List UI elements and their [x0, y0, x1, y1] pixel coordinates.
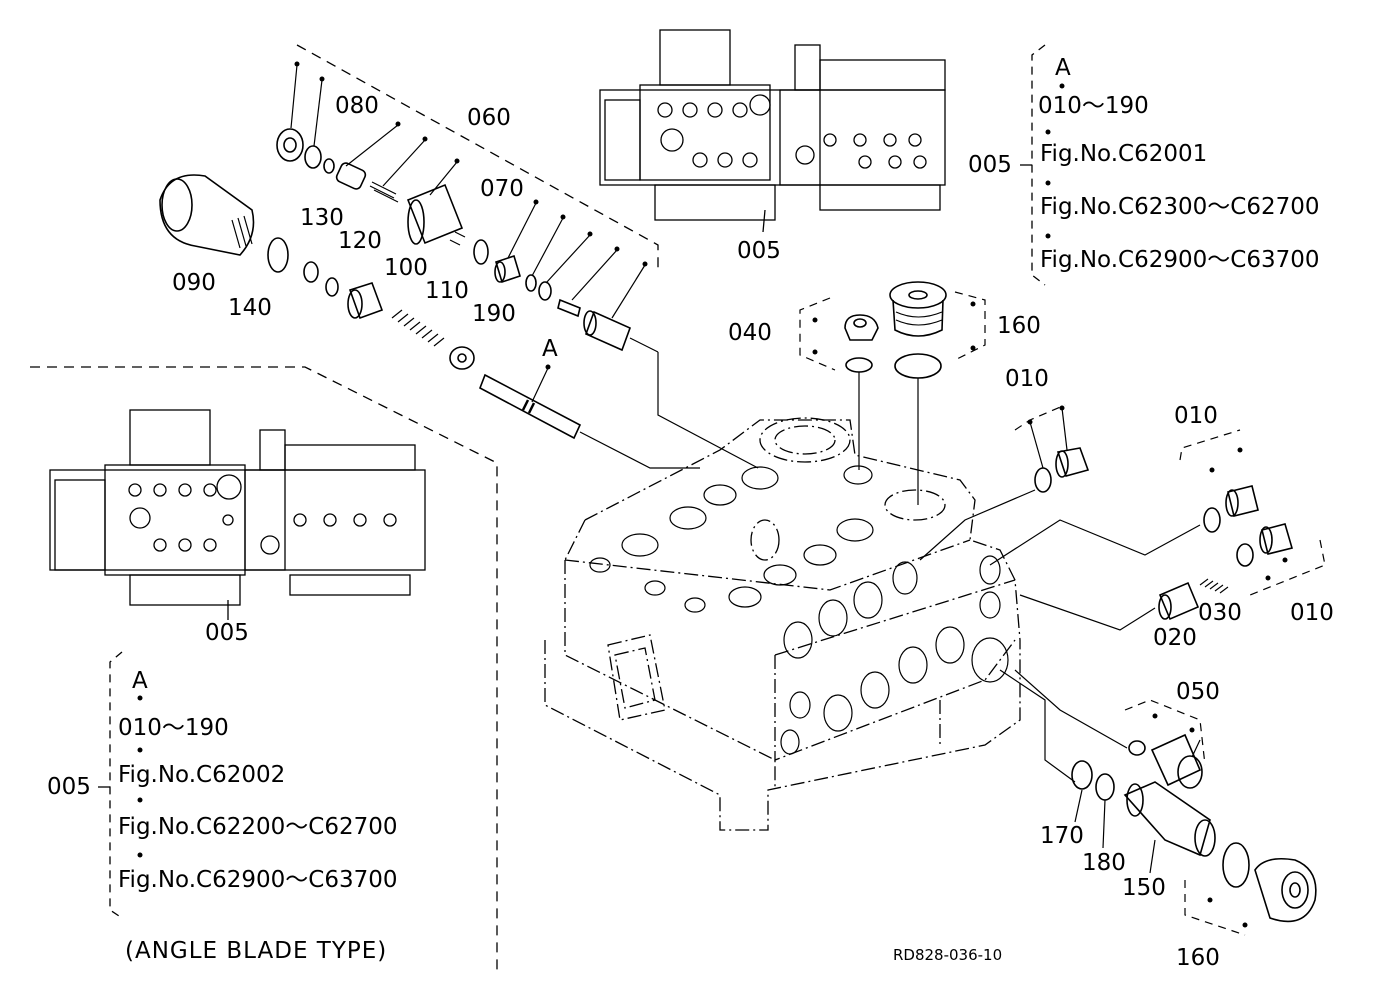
leaders-top-left	[290, 64, 759, 469]
o-ring-170	[1071, 760, 1093, 790]
legend-right-line1: Fig.No.C62001	[1040, 141, 1208, 167]
legend-left-line2: Fig.No.C62200～C62700	[118, 814, 398, 840]
plug-040	[844, 314, 879, 373]
legend-right-ref: 005	[968, 152, 1012, 178]
o-ring-small-b	[538, 281, 552, 301]
leader-050	[1014, 669, 1128, 749]
legend-right-key: A	[1055, 55, 1071, 81]
dots-bottom	[1152, 713, 1248, 928]
spring-110	[391, 309, 445, 347]
part-010-b	[1203, 485, 1294, 567]
part-010-a	[1034, 447, 1090, 493]
dots-040-160	[812, 301, 976, 355]
o-ring-070	[473, 239, 489, 265]
part-150	[1123, 781, 1216, 857]
callout-190: 190	[472, 301, 516, 327]
callout-120: 120	[338, 228, 382, 254]
angle-blade-type-label: (ANGLE BLADE TYPE)	[125, 938, 388, 964]
bracket-160-top	[954, 291, 986, 361]
leader-010-b	[989, 519, 1201, 566]
legend-left-bracket	[109, 651, 123, 919]
legend-left-range: 010～190	[118, 715, 229, 741]
drawing-number: RD828-036-10	[893, 946, 1003, 964]
legend-right-line3: Fig.No.C62900～C63700	[1040, 247, 1320, 273]
o-ring-180	[1095, 773, 1115, 801]
callout-050: 050	[1176, 679, 1220, 705]
valve-assembly-left	[49, 409, 426, 620]
sleeve	[583, 310, 632, 352]
legend-left-ref: 005	[47, 774, 91, 800]
o-ring-120	[325, 277, 339, 297]
parts-group-bracket	[296, 44, 659, 272]
bracket-040	[799, 297, 836, 371]
part-090	[159, 174, 255, 256]
callout-160-bottom: 160	[1176, 945, 1220, 971]
callout-005-top: 005	[737, 238, 781, 264]
callout-040: 040	[728, 320, 772, 346]
housing-ports	[589, 465, 1009, 755]
leader-170	[999, 669, 1076, 783]
callout-100: 100	[384, 255, 428, 281]
callout-080: 080	[335, 93, 379, 119]
legend-left-line1: Fig.No.C62002	[118, 762, 286, 788]
callout-170: 170	[1040, 823, 1084, 849]
poppet	[557, 298, 581, 318]
callout-060: 060	[467, 105, 511, 131]
bracket-010-a	[1014, 404, 1066, 431]
leader-dots-top-left	[294, 61, 648, 370]
part-060	[406, 183, 466, 246]
callout-010-b: 010	[1174, 403, 1218, 429]
legend-left-line3: Fig.No.C62900～C63700	[118, 867, 398, 893]
main-housing	[544, 417, 1021, 831]
bracket-010-b	[1179, 429, 1241, 461]
spool-A	[478, 373, 582, 440]
valve-assembly-top	[599, 29, 946, 233]
callout-090: 090	[172, 270, 216, 296]
legend-right-line2: Fig.No.C62300～C62700	[1040, 194, 1320, 220]
callout-070: 070	[480, 176, 524, 202]
callout-150: 150	[1122, 875, 1166, 901]
legend-left-key: A	[132, 668, 148, 694]
callout-010-a: 010	[1005, 366, 1049, 392]
angle-blade-region-border	[30, 366, 498, 975]
bracket-050	[1124, 699, 1206, 766]
plug-160-bottom	[1254, 857, 1317, 923]
part-020-030	[1158, 578, 1229, 621]
leader-020	[1019, 594, 1156, 631]
callout-010-c: 010	[1290, 600, 1334, 626]
part-100	[347, 282, 384, 320]
callout-A: A	[542, 336, 558, 362]
plug-160-top	[889, 281, 947, 379]
o-ring-small-a	[525, 274, 537, 292]
o-ring-160-bottom	[1222, 842, 1250, 888]
dots-010	[1027, 405, 1288, 581]
callout-160-top: 160	[997, 313, 1041, 339]
callout-130: 130	[300, 205, 344, 231]
part-070-plug	[494, 254, 521, 284]
part-050	[1128, 733, 1203, 789]
part-080-group	[276, 128, 399, 203]
callout-005-left: 005	[205, 620, 249, 646]
o-ring-140	[267, 237, 289, 273]
legend-right-range: 010～190	[1038, 93, 1149, 119]
callout-180: 180	[1082, 850, 1126, 876]
o-ring-130	[303, 261, 319, 283]
callout-030: 030	[1198, 600, 1242, 626]
washer-190	[449, 346, 475, 370]
leader-010-a	[919, 489, 1036, 561]
callout-020: 020	[1153, 625, 1197, 651]
callout-140: 140	[228, 295, 272, 321]
bracket-160-bottom	[1184, 880, 1246, 936]
callout-110: 110	[425, 278, 469, 304]
